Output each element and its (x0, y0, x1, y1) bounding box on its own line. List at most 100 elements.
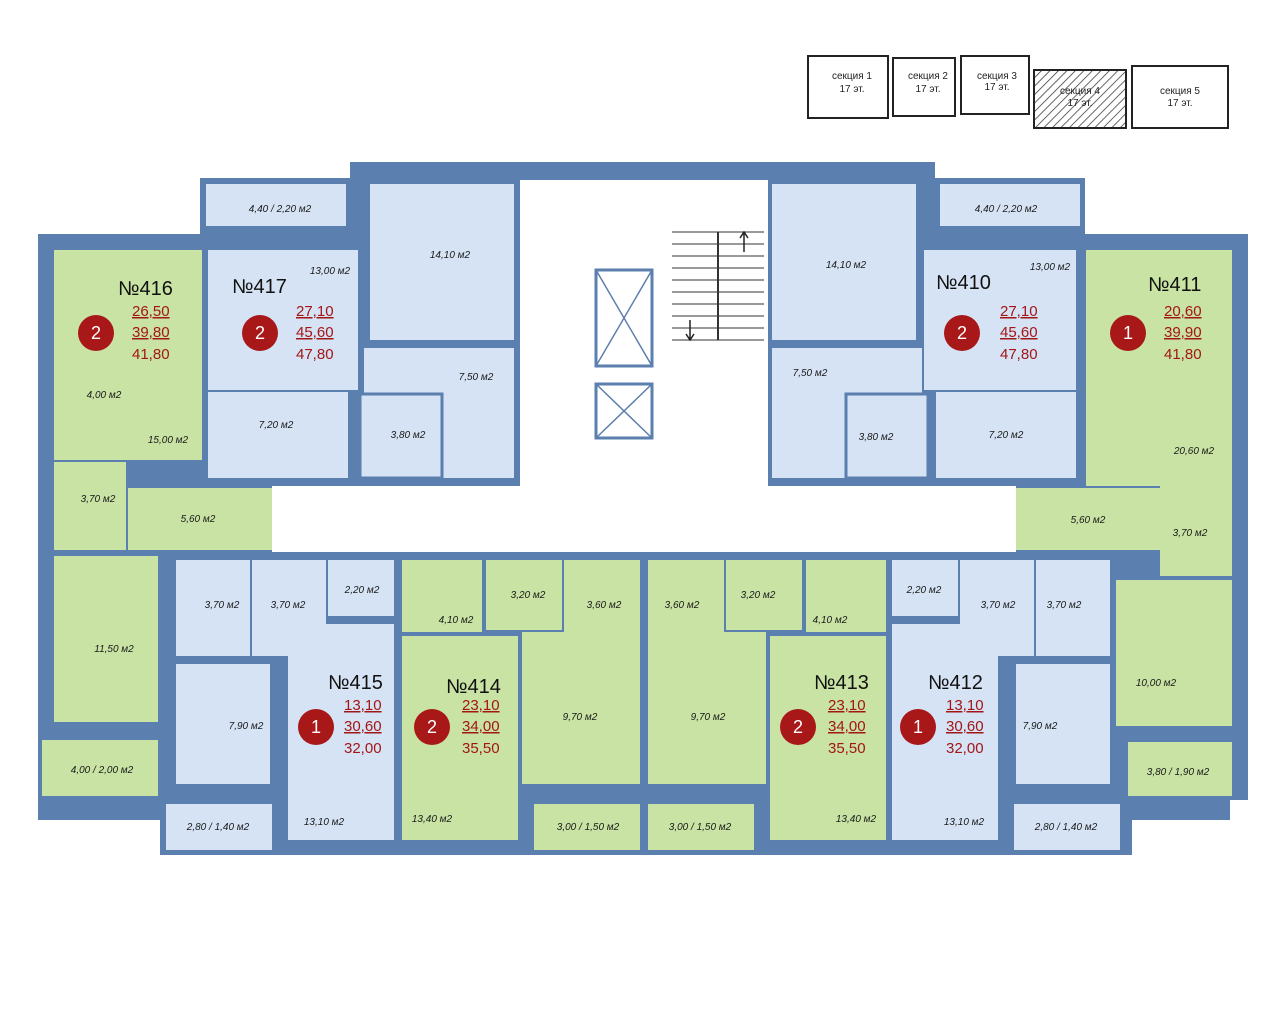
room-count: 2 (91, 323, 101, 343)
room-count-badge (298, 709, 334, 745)
apt-413-balcony (648, 804, 754, 850)
stair-down-arrow-icon (685, 320, 695, 342)
apt-412-closet (892, 560, 958, 616)
room-area: 3,60 м2 (665, 600, 700, 611)
apartment-info-412[interactable]: №412 1 13,10 30,60 32,00 (900, 672, 984, 757)
total-area: 45,60 (1000, 324, 1038, 341)
total-area: 45,60 (296, 324, 334, 341)
apt-413-kitchen (806, 560, 886, 632)
living-area: 13,10 (946, 697, 984, 714)
room-area: 13,40 м2 (412, 814, 453, 825)
apartment-info-413[interactable]: №413 2 23,10 34,00 35,50 (780, 672, 869, 757)
total-area-with-balcony: 35,50 (462, 740, 500, 757)
apt-413-room2[interactable] (648, 632, 766, 784)
room-area: 13,10 м2 (304, 817, 345, 828)
room-area: 2,80 / 1,40 м2 (1034, 822, 1098, 833)
room-count-badge (78, 315, 114, 351)
apt-410-bigroom[interactable] (772, 184, 916, 340)
keymap-section-3[interactable] (960, 55, 1030, 115)
room-count: 2 (957, 323, 967, 343)
total-area-with-balcony: 41,80 (132, 346, 170, 363)
room-count: 2 (255, 323, 265, 343)
total-area: 34,00 (462, 718, 500, 735)
keymap-floors: 17 эт. (984, 82, 1009, 93)
room-count-badge (944, 315, 980, 351)
room-area: 9,70 м2 (563, 712, 598, 723)
room-area: 9,70 м2 (691, 712, 726, 723)
keymap-section-4-active[interactable] (1033, 69, 1127, 129)
apt-415-balcony (166, 804, 272, 850)
room-area: 3,70 м2 (271, 600, 306, 611)
apt-417-bigroom[interactable] (370, 184, 514, 340)
apt-412-kitchen[interactable] (1016, 664, 1110, 784)
section-keymap: секция 1 17 эт. секция 2 17 эт. секция 3… (807, 55, 1229, 129)
apt-410-main[interactable] (924, 250, 1076, 390)
apt-414-room2[interactable] (522, 632, 640, 784)
keymap-label: секция 4 (1060, 86, 1100, 97)
apt-411-hall (1016, 488, 1160, 550)
room-count: 1 (1123, 323, 1133, 343)
apt-416-room[interactable] (54, 250, 202, 460)
apt-416-hall (128, 488, 272, 550)
apt-411-balcony (1128, 742, 1232, 796)
room-area: 4,40 / 2,20 м2 (975, 204, 1038, 215)
room-area: 7,20 м2 (989, 430, 1024, 441)
total-area: 39,80 (132, 324, 170, 341)
keymap-floors: 17 эт. (1067, 98, 1092, 109)
apartment-info-410[interactable]: №410 2 27,10 45,60 47,80 (936, 272, 1038, 363)
apartment-number: №413 (814, 672, 869, 694)
corridor (272, 486, 1016, 552)
room-area: 7,20 м2 (259, 420, 294, 431)
room-area: 3,00 / 1,50 м2 (669, 822, 732, 833)
keymap-section-2[interactable] (892, 57, 956, 117)
room-area: 11,50 м2 (94, 644, 134, 655)
apartment-info-414[interactable]: №414 2 23,10 34,00 35,50 (414, 676, 501, 757)
apt-410-bath (844, 392, 930, 480)
room-area: 14,10 м2 (430, 250, 471, 261)
keymap-label: секция 5 (1160, 86, 1200, 97)
apt-411-room[interactable] (1086, 250, 1232, 486)
keymap-section-5[interactable] (1131, 65, 1229, 129)
apartment-info-417[interactable]: №417 2 27,10 45,60 47,80 (232, 276, 334, 363)
room-area: 3,20 м2 (741, 590, 776, 601)
room-area: 2,80 / 1,40 м2 (186, 822, 250, 833)
core-details (594, 230, 764, 440)
keymap-floors: 17 эт. (915, 84, 940, 95)
total-area-with-balcony: 32,00 (946, 740, 984, 757)
total-area: 34,00 (828, 718, 866, 735)
room-area: 4,00 / 2,00 м2 (71, 765, 134, 776)
room-area: 13,40 м2 (836, 814, 877, 825)
apt-416-room2[interactable] (54, 556, 158, 722)
apartment-number: №415 (328, 672, 383, 694)
apt-414-balcony (534, 804, 640, 850)
apt-410-kitchen (936, 392, 1076, 478)
room-area: 4,10 м2 (439, 615, 474, 626)
apartment-info-411[interactable]: №411 1 20,60 39,90 41,80 (1110, 274, 1202, 363)
total-area: 39,90 (1164, 324, 1202, 341)
room-area: 2,20 м2 (344, 585, 380, 596)
apartment-info-415[interactable]: №415 1 13,10 30,60 32,00 (298, 672, 383, 757)
apartment-info-416[interactable]: №416 2 26,50 39,80 41,80 (78, 278, 173, 363)
room-area: 13,00 м2 (310, 266, 351, 277)
keymap-floors: 17 эт. (1167, 98, 1192, 109)
apt-411-kitchen[interactable] (1116, 580, 1232, 726)
apt-415-kitchen[interactable] (176, 664, 270, 784)
room-count-badge (900, 709, 936, 745)
stairs (672, 231, 764, 341)
room-area: 3,60 м2 (587, 600, 622, 611)
room-area: 5,60 м2 (181, 514, 216, 525)
keymap-section-1[interactable] (807, 55, 889, 119)
living-area: 23,10 (828, 697, 866, 714)
apartment-number: №416 (118, 278, 173, 300)
room-area: 3,00 / 1,50 м2 (557, 822, 620, 833)
room-area: 14,10 м2 (826, 260, 867, 271)
total-area-with-balcony: 35,50 (828, 740, 866, 757)
room-area: 2,20 м2 (906, 585, 942, 596)
balcony-417 (206, 184, 346, 226)
room-area: 7,50 м2 (793, 368, 828, 379)
room-area: 4,10 м2 (813, 615, 848, 626)
room-area: 5,60 м2 (1071, 515, 1106, 526)
apt-417-main[interactable] (208, 250, 358, 390)
room-count-badge (414, 709, 450, 745)
living-area: 27,10 (296, 303, 334, 320)
